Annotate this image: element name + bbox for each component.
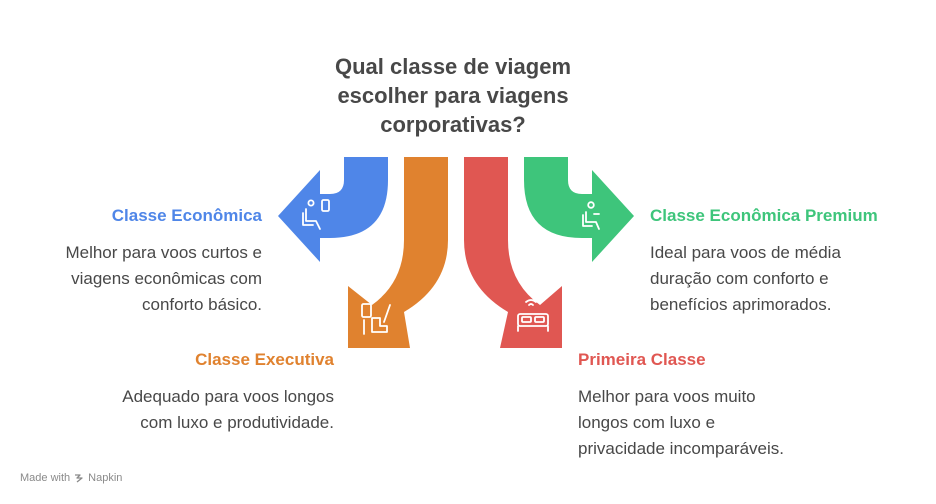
premium-economy-arrow xyxy=(524,157,634,262)
desc-line: Melhor para voos curtos e xyxy=(65,243,262,262)
desc-line: Adequado para voos longos xyxy=(122,387,334,406)
made-with-napkin[interactable]: Made with Napkin xyxy=(20,472,122,484)
desc-line: duração com conforto e xyxy=(650,269,829,288)
economy-arrow xyxy=(278,157,388,262)
napkin-brand: Napkin xyxy=(88,472,123,484)
business-seat-icon xyxy=(361,303,391,335)
desc-line: viagens econômicas com xyxy=(71,269,262,288)
economy-title: Classe Econômica xyxy=(111,206,262,225)
title-line: escolher para viagens xyxy=(337,83,569,108)
diagram-title: Qual classe de viagem escolher para viag… xyxy=(300,52,606,139)
desc-line: conforto básico. xyxy=(141,295,262,314)
desc-line: Melhor para voos muito xyxy=(578,387,756,406)
economy-description: Melhor para voos curtos e viagens econôm… xyxy=(20,240,262,318)
napkin-logo-icon xyxy=(75,474,83,483)
executive-arrow xyxy=(348,157,448,348)
title-line: corporativas? xyxy=(380,112,526,137)
executive-description: Adequado para voos longos com luxo e pro… xyxy=(60,384,334,436)
premium-seat-icon xyxy=(582,201,600,230)
desc-line: longos com luxo e xyxy=(578,413,716,432)
executive-title: Classe Executiva xyxy=(195,350,334,369)
first-class-title: Primeira Classe xyxy=(578,350,706,369)
first-class-description: Melhor para voos muito longos com luxo e… xyxy=(578,384,858,462)
desc-line: Ideal para voos de média xyxy=(650,243,841,262)
desc-line: com luxo e produtividade. xyxy=(140,413,334,432)
made-with-label: Made with xyxy=(20,472,71,484)
first-class-arrow xyxy=(464,157,562,348)
flat-bed-icon xyxy=(517,299,549,332)
premium-economy-title: Classe Econômica Premium xyxy=(650,206,878,225)
economy-seat-icon xyxy=(302,199,330,230)
desc-line: benefícios aprimorados. xyxy=(650,295,832,314)
desc-line: privacidade incomparáveis. xyxy=(578,439,784,458)
premium-economy-description: Ideal para voos de média duração com con… xyxy=(650,240,920,318)
title-line: Qual classe de viagem xyxy=(334,54,572,79)
